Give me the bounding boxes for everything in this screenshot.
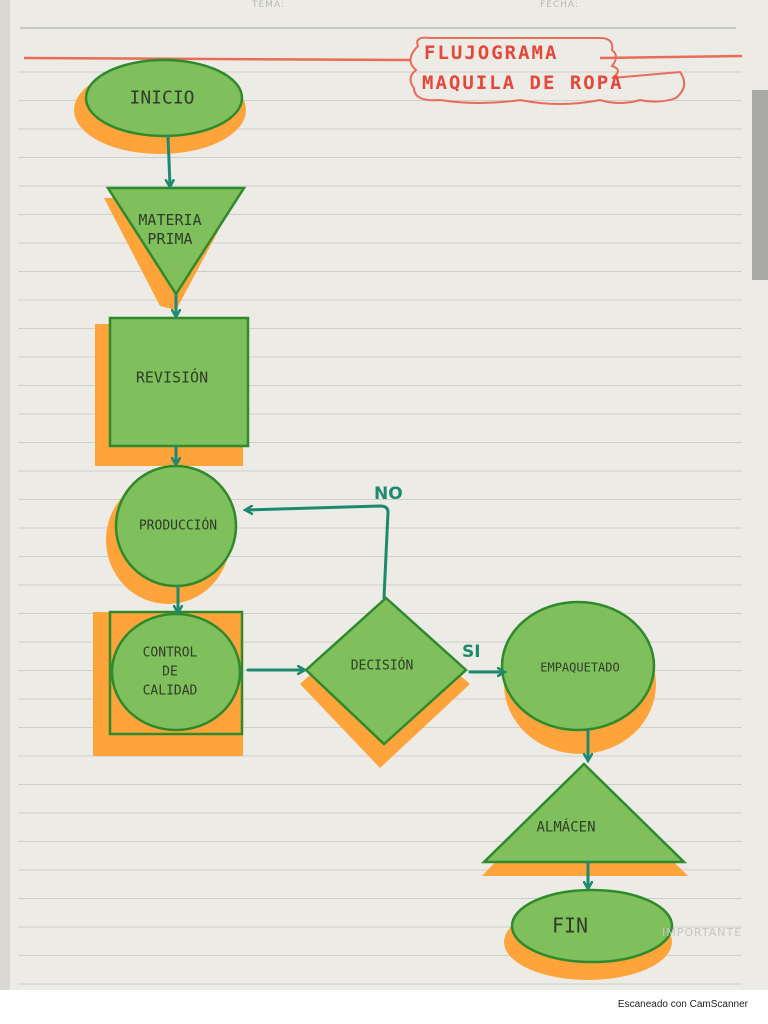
- arrow-inicio-materia: [168, 134, 170, 186]
- edge-no-label: NO: [374, 484, 403, 504]
- empaquetado-shape: [500, 600, 656, 732]
- fecha-label: FECHA:: [540, 0, 579, 10]
- page-left-margin: [0, 0, 10, 990]
- title-line-1: FLUJOGRAMA: [424, 42, 559, 64]
- inicio-shape: [84, 58, 244, 138]
- node-control-label: CONTROL DE CALIDAD: [142, 645, 198, 699]
- decision-shape: [304, 596, 468, 746]
- title-line-2: MAQUILA DE ROPA: [422, 72, 624, 94]
- node-decision-label: DECISIÓN: [350, 658, 414, 674]
- revision-shape: [108, 316, 250, 448]
- flow-arrows: [168, 134, 588, 888]
- edge-si-label: SI: [462, 642, 481, 662]
- node-produccion-label: PRODUCCIÓN: [138, 518, 218, 534]
- importante-label: IMPORTANTE: [662, 926, 743, 939]
- flowchart-canvas: [0, 0, 768, 990]
- node-almacen-label: ALMÁCEN: [536, 819, 596, 836]
- materia-prima-shape: [105, 186, 247, 297]
- page-edge-strip: [752, 90, 768, 280]
- title-rule-left: [23, 56, 411, 62]
- node-fin-label: FIN: [551, 913, 589, 938]
- node-inicio-label: INICIO: [129, 87, 195, 109]
- fin-shape: [510, 888, 674, 964]
- almacen-shape: [480, 762, 688, 864]
- tema-label: TEMA:: [252, 0, 285, 10]
- notebook-page: TEMA: FECHA:: [0, 0, 768, 990]
- title-cloud: [409, 36, 686, 105]
- node-materia-prima-label: MATERIA PRIMA: [138, 211, 202, 248]
- title-rule-right: [599, 54, 743, 60]
- node-empaquetado-label: EMPAQUETADO: [540, 660, 620, 675]
- arrow-decision-no: [246, 504, 390, 600]
- scanner-credit: Escaneado con CamScanner: [617, 999, 748, 1010]
- node-revision-label: REVISIÓN: [135, 368, 209, 387]
